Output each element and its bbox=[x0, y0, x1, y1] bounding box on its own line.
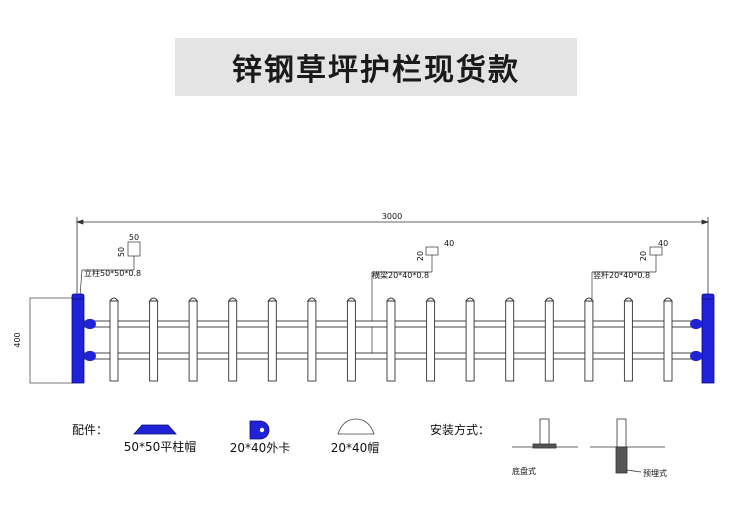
post-clip-right-lower bbox=[690, 351, 702, 361]
post-clip-left-lower bbox=[84, 351, 96, 361]
fence-picket bbox=[228, 300, 238, 382]
post-leader-down bbox=[79, 269, 83, 297]
post-cap-right bbox=[701, 293, 715, 300]
picket-cap bbox=[544, 297, 555, 302]
outer-clip-icon bbox=[249, 420, 270, 440]
height-label: 400 bbox=[13, 332, 22, 347]
installation-heading: 安装方式： bbox=[430, 422, 490, 437]
picket-section-w: 40 bbox=[658, 239, 668, 248]
base-plate bbox=[532, 443, 557, 449]
fence-picket bbox=[663, 300, 673, 382]
arrow-right bbox=[701, 219, 710, 225]
fence-picket bbox=[465, 300, 475, 382]
embedded-post-above bbox=[616, 418, 627, 448]
fence-picket bbox=[346, 300, 356, 382]
picket-cap bbox=[465, 297, 475, 302]
fence-picket bbox=[267, 300, 277, 382]
fence-picket bbox=[307, 300, 317, 382]
fence-picket bbox=[584, 300, 594, 382]
flat-post-cap-icon bbox=[133, 424, 177, 435]
base-post bbox=[539, 418, 550, 448]
post-clip-right-upper bbox=[690, 319, 702, 329]
post-right bbox=[701, 297, 715, 384]
rail-callout bbox=[371, 246, 439, 356]
overall-width-dimension bbox=[75, 217, 710, 298]
post-section-w: 50 bbox=[129, 233, 139, 242]
picket-cap bbox=[425, 297, 436, 302]
post-left bbox=[71, 297, 85, 384]
picket-cap bbox=[663, 297, 673, 302]
left-post bbox=[71, 293, 96, 384]
picket-cap bbox=[109, 297, 119, 302]
right-post bbox=[690, 293, 715, 384]
picket-cap bbox=[148, 297, 159, 302]
fence-picket bbox=[544, 300, 554, 382]
rail-spec-label: 横梁20*40*0.8 bbox=[372, 270, 429, 280]
title-banner: 锌钢草坪护栏现货款 bbox=[175, 38, 577, 96]
picket-cap bbox=[386, 297, 396, 302]
page-title: 锌钢草坪护栏现货款 bbox=[232, 53, 520, 88]
post-section-h: 50 bbox=[117, 247, 126, 257]
rail-section-h: 20 bbox=[416, 251, 425, 261]
post-callout bbox=[79, 241, 141, 297]
post-clip-left-upper bbox=[84, 319, 96, 329]
picket-cap bbox=[267, 297, 278, 302]
picket-spec-label: 竖杆20*40*0.8 bbox=[593, 270, 650, 280]
fence-picket bbox=[623, 300, 633, 382]
post-cap-left bbox=[71, 293, 85, 300]
fence-picket bbox=[188, 300, 198, 382]
embedded-post-below bbox=[615, 446, 628, 474]
outer-clip-hole-icon bbox=[259, 427, 265, 433]
accessory-label-post-cap: 50*50平柱帽 bbox=[124, 439, 197, 454]
fence-picket bbox=[426, 300, 436, 382]
rail-section-box bbox=[425, 246, 439, 256]
picket-cap bbox=[504, 297, 515, 302]
accessories-heading: 配件： bbox=[72, 423, 108, 437]
accessory-label-picket-cap: 20*40帽 bbox=[331, 440, 380, 455]
height-dimension-box bbox=[29, 297, 75, 384]
overall-width-label: 3000 bbox=[382, 212, 402, 221]
post-spec-label: 立柱50*50*0.8 bbox=[84, 268, 141, 278]
picket-cap bbox=[188, 297, 198, 302]
picket-cap-icon bbox=[337, 418, 375, 435]
fence-picket bbox=[109, 300, 119, 382]
installation-label-base: 底盘式 bbox=[512, 466, 536, 476]
picket-cap bbox=[623, 297, 634, 302]
picket-cap bbox=[227, 297, 238, 302]
picket-cap bbox=[307, 297, 317, 302]
rail-section-w: 40 bbox=[444, 239, 454, 248]
fence-picket bbox=[386, 300, 396, 382]
picket-section-h: 20 bbox=[639, 251, 648, 261]
embedded-leader bbox=[626, 469, 642, 473]
post-section-box bbox=[127, 241, 141, 257]
arrow-left bbox=[75, 219, 84, 225]
picket-cap bbox=[584, 297, 594, 302]
accessory-label-clip: 20*40外卡 bbox=[230, 441, 291, 455]
picket-cap bbox=[346, 297, 357, 302]
fence-picket bbox=[505, 300, 515, 382]
fence-picket bbox=[149, 300, 159, 382]
embedded-installation bbox=[590, 418, 665, 474]
installation-label-embedded: 预埋式 bbox=[643, 468, 667, 478]
picket-section-box bbox=[649, 246, 663, 256]
base-plate-installation bbox=[512, 418, 578, 449]
fence-pickets bbox=[109, 297, 673, 382]
